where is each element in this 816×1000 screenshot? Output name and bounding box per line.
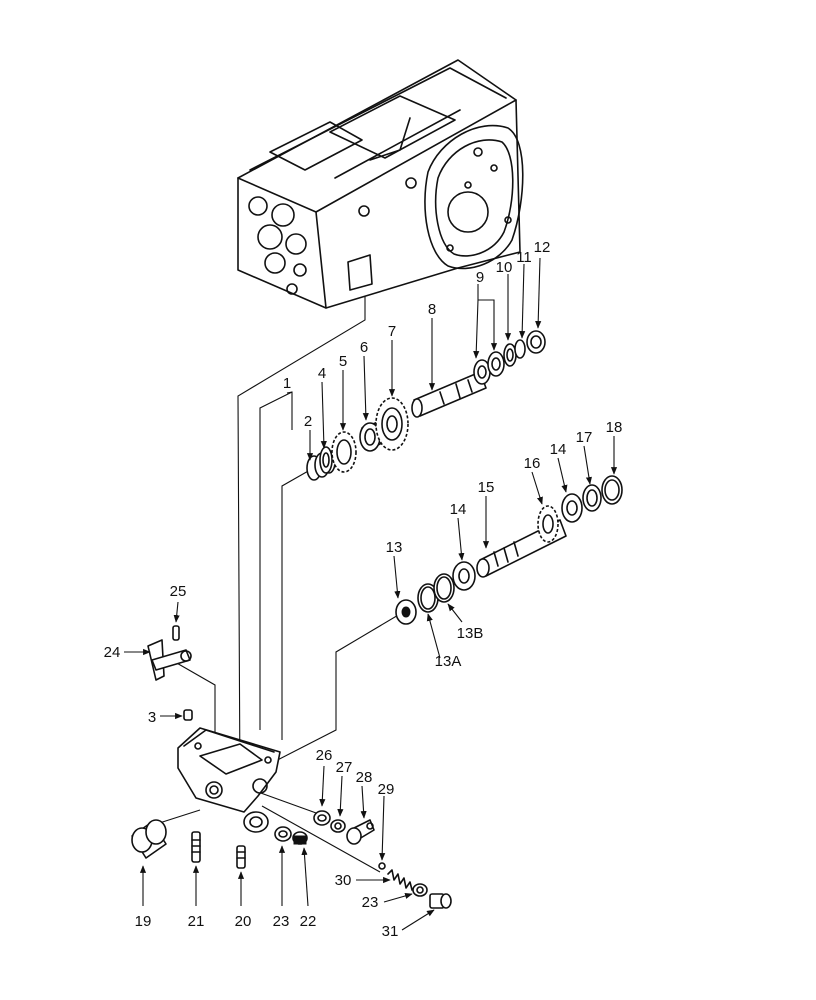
callout-15: 15 bbox=[478, 479, 495, 496]
transmission-housing bbox=[237, 59, 524, 309]
part-14-bearing-rear bbox=[561, 493, 583, 523]
part-23-washer-b bbox=[412, 883, 428, 897]
part-13b-ring bbox=[433, 573, 455, 603]
callout-20: 20 bbox=[235, 913, 252, 930]
part-4-washer bbox=[319, 446, 333, 474]
callout-31: 31 bbox=[382, 923, 399, 940]
callout-10: 10 bbox=[496, 259, 513, 276]
part-5-gear bbox=[331, 431, 357, 473]
callout-14-rear: 14 bbox=[550, 441, 567, 458]
part-1-pto-housing bbox=[177, 727, 281, 833]
part-12-snap-ring bbox=[526, 330, 546, 354]
callout-6: 6 bbox=[360, 339, 368, 356]
callout-8: 8 bbox=[428, 301, 436, 318]
part-16-gear bbox=[537, 505, 559, 543]
callout-30: 30 bbox=[335, 872, 352, 889]
callout-28: 28 bbox=[356, 769, 373, 786]
callout-29: 29 bbox=[378, 781, 395, 798]
callout-7: 7 bbox=[388, 323, 396, 340]
callout-2: 2 bbox=[304, 413, 312, 430]
callout-18: 18 bbox=[606, 419, 623, 436]
part-30-spring bbox=[387, 869, 413, 891]
callout-13b: 13B bbox=[457, 625, 484, 642]
callout-23-b: 23 bbox=[362, 894, 379, 911]
part-14-bearing-front bbox=[452, 561, 476, 591]
assembly-lines bbox=[149, 296, 401, 873]
part-18-ring bbox=[601, 475, 623, 505]
part-29-ball bbox=[378, 862, 386, 870]
callout-1: 1 bbox=[283, 375, 291, 392]
part-10-washer bbox=[503, 343, 517, 367]
callout-27: 27 bbox=[336, 759, 353, 776]
part-22-plug bbox=[292, 831, 308, 845]
callout-5: 5 bbox=[339, 353, 347, 370]
callout-11: 11 bbox=[516, 249, 532, 266]
part-21-stud bbox=[191, 831, 201, 863]
callout-26: 26 bbox=[316, 747, 333, 764]
callout-3: 3 bbox=[148, 709, 156, 726]
callout-14-front: 14 bbox=[450, 501, 467, 518]
callout-4: 4 bbox=[318, 365, 326, 382]
part-9-bearings bbox=[473, 351, 505, 385]
callout-12: 12 bbox=[534, 239, 551, 256]
part-7-gear bbox=[375, 397, 409, 451]
part-24-bracket bbox=[147, 639, 192, 681]
callout-22: 22 bbox=[300, 913, 317, 930]
part-13-seal bbox=[395, 599, 417, 625]
part-26-bushing bbox=[313, 810, 331, 826]
callout-13a: 13A bbox=[435, 653, 462, 670]
callout-labels: 1 2 3 4 5 6 7 8 9 10 11 12 13 13A 13B 14… bbox=[104, 239, 623, 940]
part-20-stud bbox=[236, 845, 246, 869]
callout-21: 21 bbox=[188, 913, 205, 930]
callout-19: 19 bbox=[135, 913, 152, 930]
part-11-ring bbox=[514, 339, 526, 359]
part-25-screw bbox=[172, 625, 180, 641]
callout-25: 25 bbox=[170, 583, 187, 600]
part-17-washer bbox=[582, 484, 602, 512]
part-3-pin bbox=[183, 709, 193, 721]
callout-23-a: 23 bbox=[273, 913, 290, 930]
leader-lines bbox=[124, 257, 618, 931]
callout-17: 17 bbox=[576, 429, 593, 446]
part-28-lever bbox=[346, 819, 375, 845]
callout-9: 9 bbox=[476, 269, 484, 286]
part-23-washer-a bbox=[274, 826, 292, 842]
callout-13: 13 bbox=[386, 539, 403, 556]
callout-24: 24 bbox=[104, 644, 121, 661]
part-19-cap bbox=[131, 819, 167, 859]
part-8-shaft bbox=[411, 371, 487, 418]
part-31-plug bbox=[429, 893, 452, 909]
callout-16: 16 bbox=[524, 455, 541, 472]
part-27-ring bbox=[330, 819, 346, 833]
